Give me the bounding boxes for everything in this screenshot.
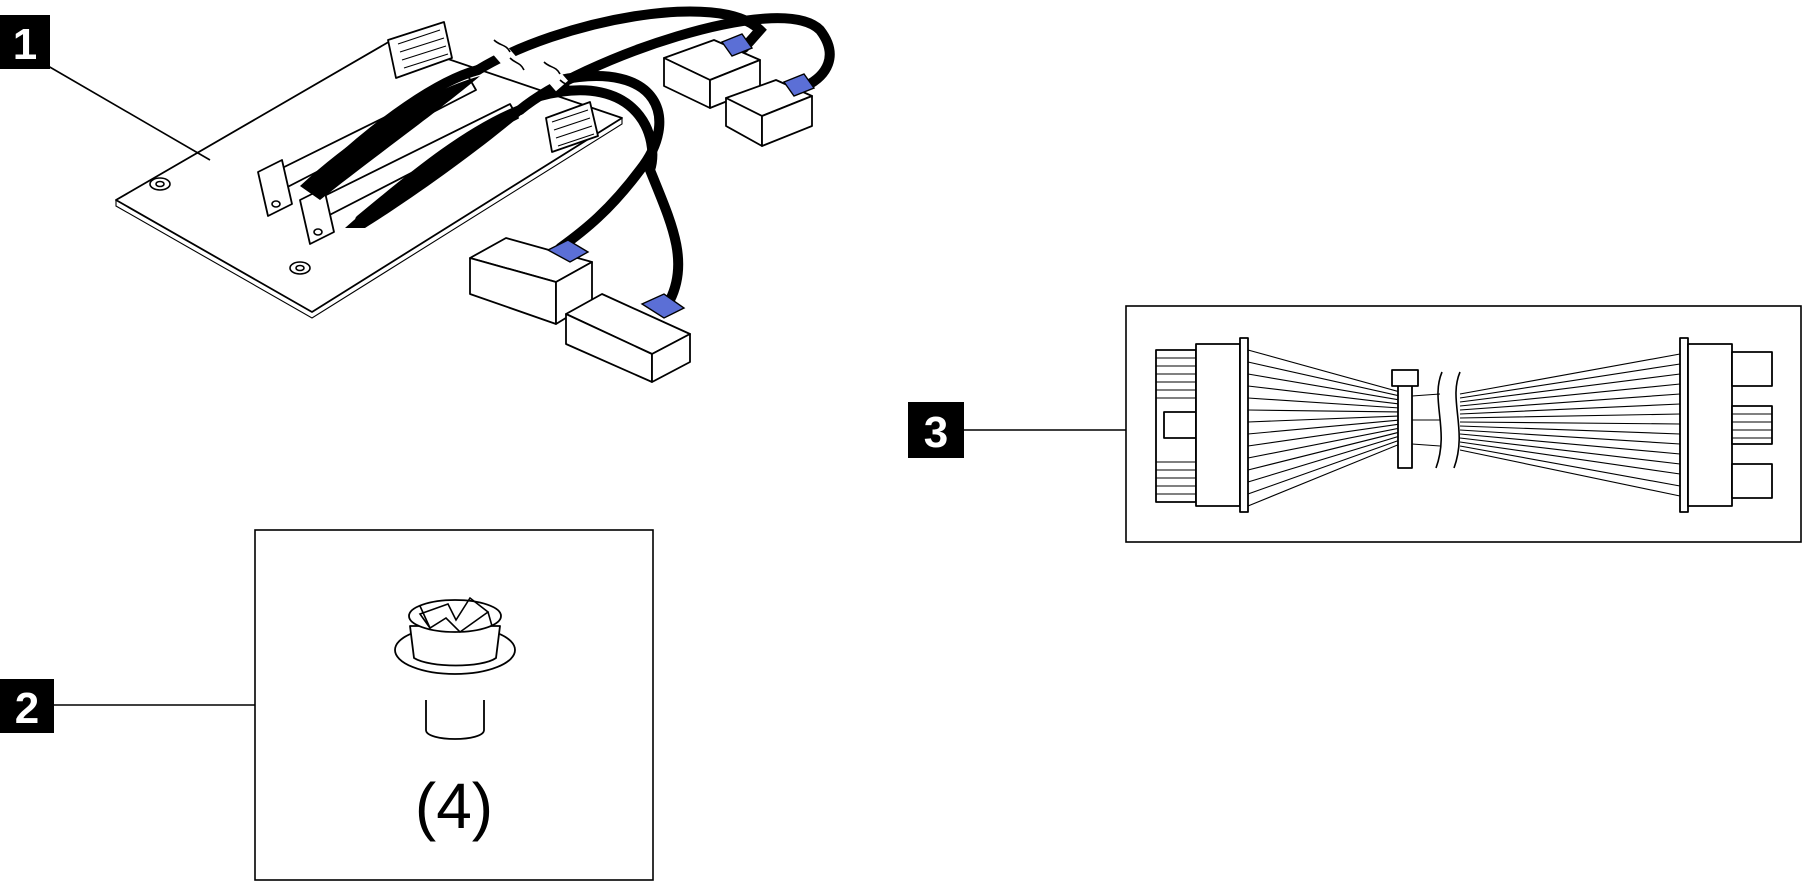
callout-badge bbox=[908, 402, 964, 458]
cable-connector bbox=[565, 293, 691, 383]
power-cable-illustration bbox=[1155, 337, 1773, 513]
leader-line bbox=[47, 65, 211, 161]
riser-card-assembly bbox=[115, 6, 835, 383]
callout-label: 1 bbox=[13, 20, 37, 69]
riser-cable bbox=[535, 85, 684, 305]
power-cable-panel bbox=[1125, 305, 1802, 543]
cable-connector bbox=[469, 237, 593, 325]
quantity-label: (4) bbox=[415, 770, 493, 842]
board-mount-hole bbox=[289, 261, 311, 275]
screw-panel: (4) bbox=[254, 529, 654, 881]
connector-latch-tab bbox=[640, 293, 686, 319]
board-power-connector bbox=[387, 21, 453, 79]
callout-label: 2 bbox=[15, 684, 39, 733]
callout-3: 3 bbox=[908, 402, 1126, 458]
board-mount-hole bbox=[149, 177, 171, 191]
screw-illustration bbox=[394, 596, 516, 740]
callout-badge bbox=[0, 15, 50, 69]
board-power-connector bbox=[545, 101, 599, 153]
connector-latch-tab bbox=[720, 33, 754, 57]
cable-connector bbox=[725, 73, 816, 147]
callout-badge bbox=[0, 679, 54, 733]
power-cable-box bbox=[1125, 305, 1802, 543]
callout-1: 1 bbox=[0, 15, 211, 161]
callout-label: 3 bbox=[924, 408, 948, 457]
cable-connector bbox=[663, 33, 761, 109]
connector-latch-tab bbox=[782, 73, 816, 97]
connector-latch-tab bbox=[546, 239, 590, 263]
callout-2: 2 bbox=[0, 679, 255, 733]
